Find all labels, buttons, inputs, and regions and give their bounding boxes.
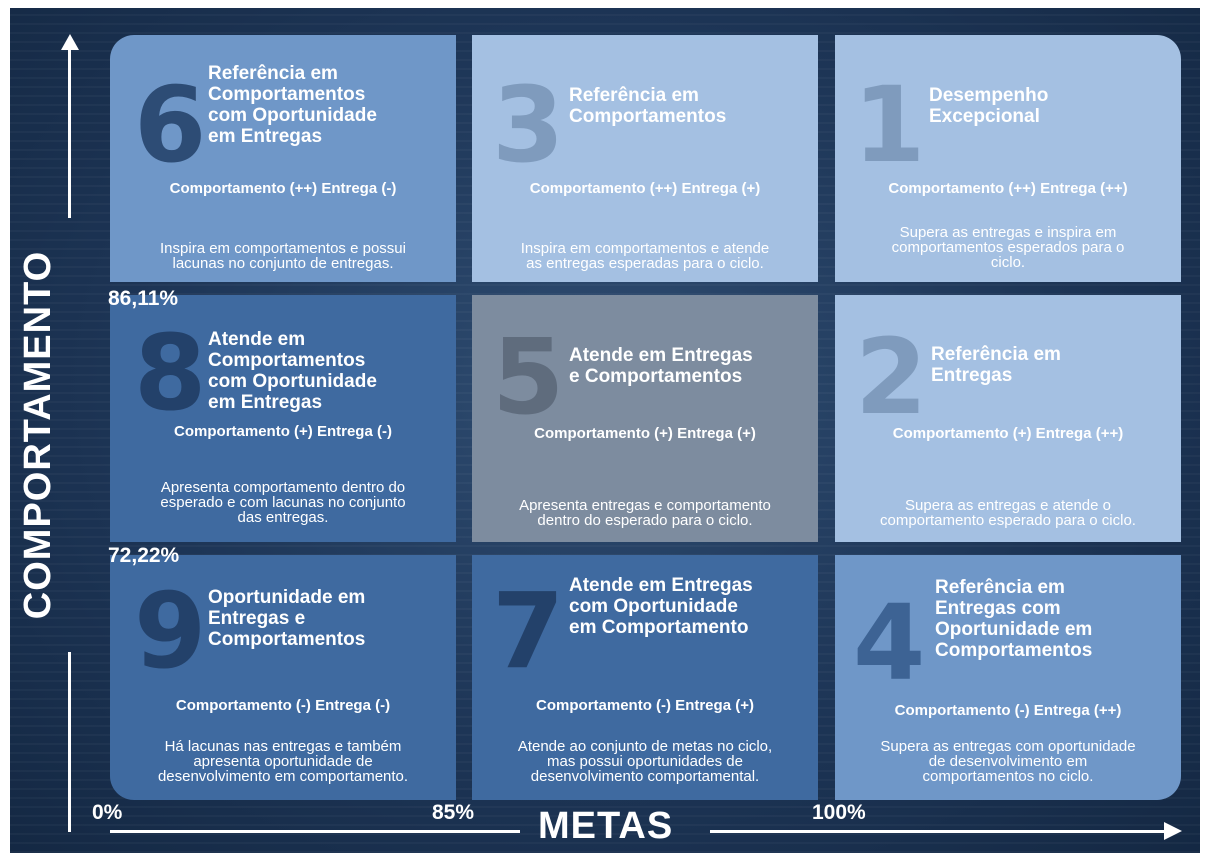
cell-number: 6 — [134, 64, 206, 186]
cell-title: Desempenho Excepcional — [929, 85, 1049, 127]
cell-rating: Comportamento (-) Entrega (-) — [175, 697, 391, 714]
cell-number: 1 — [853, 64, 925, 186]
cell-title: Referência em Entregas — [931, 344, 1061, 386]
cell-rating: Comportamento (++) Entrega (-) — [169, 180, 397, 197]
cell-description: Inspira em comportamentos e possui lacun… — [160, 240, 406, 272]
y-tick-high: 86,11% — [108, 287, 179, 310]
cell-title: Referência em Comportamentos com Oportun… — [208, 63, 377, 147]
cell-description: Apresenta comportamento dentro do espera… — [160, 479, 406, 526]
cell-2: 2 Referência em Entregas Comportamento (… — [835, 295, 1181, 542]
cell-description: Apresenta entregas e comportamento dentr… — [519, 497, 771, 529]
cell-description: Há lacunas nas entregas e também apresen… — [157, 738, 409, 785]
y-axis-label: COMPORTAMENTO — [17, 250, 59, 620]
cell-title: Atende em Entregas e Comportamentos — [569, 345, 753, 387]
y-axis-arrowhead — [61, 34, 79, 50]
x-tick-100: 100% — [812, 801, 866, 824]
cell-rating: Comportamento (++) Entrega (++) — [888, 180, 1128, 197]
cell-5: 5 Atende em Entregas e Comportamentos Co… — [472, 295, 818, 542]
x-tick-85: 85% — [432, 801, 475, 824]
cell-description: Supera as entregas e inspira em comporta… — [891, 224, 1125, 271]
cell-title: Atende em Comportamentos com Oportunidad… — [208, 329, 377, 413]
cell-1: 1 Desempenho Excepcional Comportamento (… — [835, 35, 1181, 282]
cell-rating: Comportamento (++) Entrega (+) — [529, 180, 761, 197]
x-axis-line-right — [710, 830, 1166, 833]
cell-rating: Comportamento (+) Entrega (++) — [892, 425, 1124, 442]
cell-number: 4 — [853, 582, 925, 704]
x-axis-line-left — [110, 830, 520, 833]
cell-8: 8 Atende em Comportamentos com Oportunid… — [110, 295, 456, 542]
y-tick-low: 72,22% — [108, 544, 180, 567]
cell-title: Referência em Comportamentos — [569, 85, 727, 127]
cell-rating: Comportamento (+) Entrega (+) — [534, 425, 756, 442]
cell-number: 8 — [134, 312, 206, 434]
cell-rating: Comportamento (-) Entrega (++) — [894, 702, 1122, 719]
cell-number: 3 — [492, 64, 564, 186]
y-axis-line-top — [68, 48, 71, 218]
cell-rating: Comportamento (+) Entrega (-) — [174, 423, 392, 440]
cell-title: Oportunidade em Entregas e Comportamento… — [208, 587, 366, 650]
cell-description: Supera as entregas e atende o comportame… — [880, 497, 1136, 529]
cell-3: 3 Referência em Comportamentos Comportam… — [472, 35, 818, 282]
cell-6: 6 Referência em Comportamentos com Oport… — [110, 35, 456, 282]
x-tick-0: 0% — [92, 801, 123, 824]
cell-7: 7 Atende em Entregas com Oportunidade em… — [472, 555, 818, 800]
cell-number: 7 — [492, 570, 564, 692]
cell-rating: Comportamento (-) Entrega (+) — [536, 697, 754, 714]
cell-number: 2 — [855, 316, 927, 438]
cell-number: 9 — [134, 570, 206, 692]
cell-9: 9 Oportunidade em Entregas e Comportamen… — [110, 555, 456, 800]
cell-description: Atende ao conjunto de metas no ciclo, ma… — [517, 738, 773, 785]
y-axis-line-bottom — [68, 652, 71, 832]
cell-title: Atende em Entregas com Oportunidade em C… — [569, 575, 753, 638]
cell-4: 4 Referência em Entregas com Oportunidad… — [835, 555, 1181, 800]
cell-description: Supera as entregas com oportunidade de d… — [880, 738, 1136, 785]
cell-description: Inspira em comportamentos e atende as en… — [520, 240, 770, 272]
x-axis-arrowhead — [1164, 822, 1182, 840]
cell-number: 5 — [492, 316, 564, 438]
cell-title: Referência em Entregas com Oportunidade … — [935, 577, 1093, 661]
x-axis-label: METAS — [538, 805, 674, 847]
